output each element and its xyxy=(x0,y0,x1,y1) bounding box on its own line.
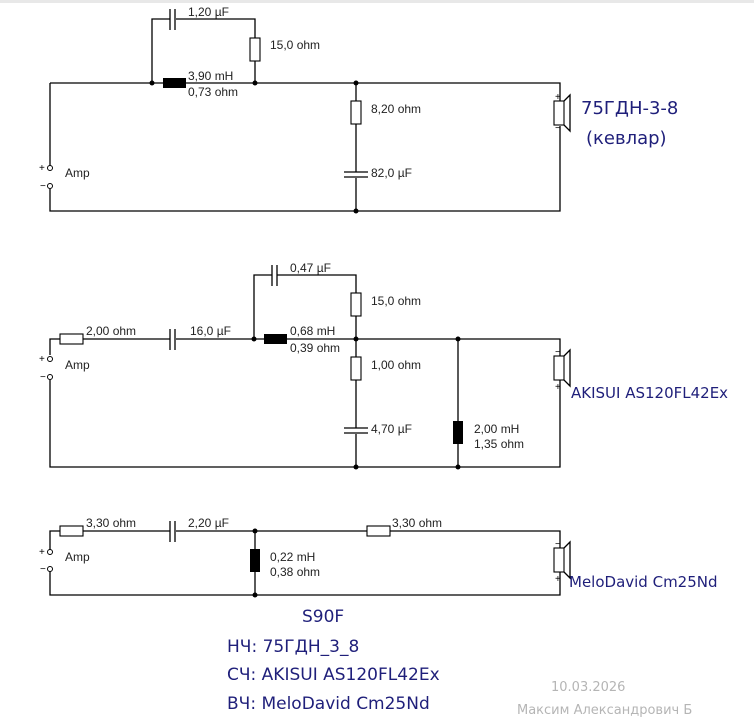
midrange-res-series xyxy=(59,333,84,345)
woofer-zobel-cap xyxy=(344,171,368,178)
woofer-speaker-plus: + xyxy=(555,92,561,103)
woofer-inductor-value: 3,90 mH xyxy=(188,69,233,83)
woofer-speaker-name: 75ГДН-3-8 xyxy=(581,98,678,119)
woofer-circuit: + − Amp + − 1,20 µF 15,0 ohm 3,90 mH 0,7… xyxy=(39,5,678,214)
midrange-plus-sign: + xyxy=(39,354,45,365)
midrange-speaker-plus: + xyxy=(555,382,561,393)
driver-line-high: ВЧ: MeloDavid Cm25Nd xyxy=(227,694,430,714)
tweeter-amp-minus-terminal xyxy=(47,566,53,572)
midrange-res-parallel xyxy=(350,292,362,317)
tweeter-shunt-inductor xyxy=(250,549,260,572)
midrange-cap-series-label: 16,0 µF xyxy=(190,324,231,338)
woofer-cap-parallel xyxy=(169,9,176,30)
signature-block: 10.03.2026 Максим Александрович Б xyxy=(517,680,692,718)
midrange-cap-series xyxy=(169,329,176,350)
midrange-parallel-branch xyxy=(253,274,357,339)
midrange-speaker-icon xyxy=(553,348,571,388)
midrange-minus-sign: − xyxy=(40,372,46,383)
midrange-speaker-minus: − xyxy=(555,347,561,358)
woofer-parallel-branch xyxy=(151,18,256,83)
driver-line-mid: СЧ: AKISUI AS120FL42Ex xyxy=(227,665,440,685)
midrange-shunt-inductor-value: 2,00 mH xyxy=(474,422,519,436)
tweeter-res-series-2 xyxy=(366,525,391,537)
woofer-res-parallel-label: 15,0 ohm xyxy=(270,38,320,52)
tweeter-cap-series-label: 2,20 µF xyxy=(188,516,229,530)
tweeter-plus-sign: + xyxy=(39,547,45,558)
midrange-inductor-value: 0,68 mH xyxy=(290,324,335,338)
woofer-amp-label: Amp xyxy=(65,166,90,180)
woofer-speaker-icon xyxy=(553,93,571,133)
tweeter-shunt-inductor-value: 0,22 mH xyxy=(270,550,315,564)
woofer-res-parallel xyxy=(249,37,261,62)
midrange-amp-minus-terminal xyxy=(47,374,53,380)
midrange-inductor xyxy=(264,334,287,344)
woofer-inductor-dcr: 0,73 ohm xyxy=(188,85,238,99)
woofer-plus-sign: + xyxy=(39,163,45,174)
date-label: 10.03.2026 xyxy=(551,680,625,695)
midrange-cap-parallel-label: 0,47 µF xyxy=(290,261,331,275)
woofer-minus-sign: − xyxy=(40,181,46,192)
woofer-zobel-res xyxy=(350,100,362,125)
midrange-zobel-res-label: 1,00 ohm xyxy=(371,358,421,372)
midrange-amp-label: Amp xyxy=(65,358,90,372)
tweeter-minus-sign: − xyxy=(40,564,46,575)
top-border xyxy=(0,0,754,3)
tweeter-wire-main xyxy=(49,530,561,596)
midrange-speaker-name: AKISUI AS120FL42Ex xyxy=(571,384,728,402)
tweeter-res-series xyxy=(59,525,84,537)
woofer-zobel-res-label: 8,20 ohm xyxy=(371,102,421,116)
tweeter-cap-series xyxy=(169,521,176,542)
tweeter-circuit: + − Amp − + 3,30 ohm 2,20 µF 0,22 mH 0,3… xyxy=(39,516,718,598)
midrange-zobel-cap xyxy=(344,427,368,434)
woofer-wire-top xyxy=(49,82,561,212)
tweeter-amp-plus-terminal xyxy=(47,549,53,555)
author-label: Максим Александрович Б xyxy=(517,703,692,718)
midrange-cap-parallel xyxy=(271,265,278,286)
woofer-cap-parallel-label: 1,20 µF xyxy=(188,5,229,19)
tweeter-shunt-inductor-dcr: 0,38 ohm xyxy=(270,565,320,579)
tweeter-res-series-2-label: 3,30 ohm xyxy=(392,516,442,530)
woofer-speaker-minus: − xyxy=(555,123,561,134)
midrange-inductor-dcr: 0,39 ohm xyxy=(290,341,340,355)
tweeter-speaker-minus: − xyxy=(555,539,561,550)
woofer-amp-minus-terminal xyxy=(47,183,53,189)
model-title: S90F xyxy=(302,607,344,627)
midrange-amp-plus-terminal xyxy=(47,356,53,362)
woofer-speaker-note: (кевлар) xyxy=(586,128,667,149)
midrange-res-series-label: 2,00 ohm xyxy=(86,324,136,338)
midrange-shunt-inductor xyxy=(453,421,463,444)
tweeter-amp-label: Amp xyxy=(65,550,90,564)
midrange-circuit: + − Amp − + 2,00 ohm 16,0 µF 0,47 µF 15,… xyxy=(39,261,728,470)
midrange-shunt-inductor-dcr: 1,35 ohm xyxy=(474,437,524,451)
midrange-wire-main xyxy=(49,338,561,468)
midrange-res-parallel-label: 15,0 ohm xyxy=(371,294,421,308)
woofer-inductor xyxy=(163,78,186,88)
tweeter-res-series-label: 3,30 ohm xyxy=(86,516,136,530)
summary-block: S90F НЧ: 75ГДН_3_8 СЧ: AKISUI AS120FL42E… xyxy=(227,607,440,714)
driver-line-low: НЧ: 75ГДН_3_8 xyxy=(227,637,359,657)
woofer-zobel-cap-label: 82,0 µF xyxy=(371,166,412,180)
midrange-zobel-res xyxy=(350,356,362,381)
tweeter-speaker-name: MeloDavid Cm25Nd xyxy=(569,573,718,591)
woofer-amp-plus-terminal xyxy=(47,165,53,171)
tweeter-speaker-plus: + xyxy=(555,574,561,585)
midrange-zobel-cap-label: 4,70 µF xyxy=(371,422,412,436)
tweeter-speaker-icon xyxy=(553,540,571,580)
